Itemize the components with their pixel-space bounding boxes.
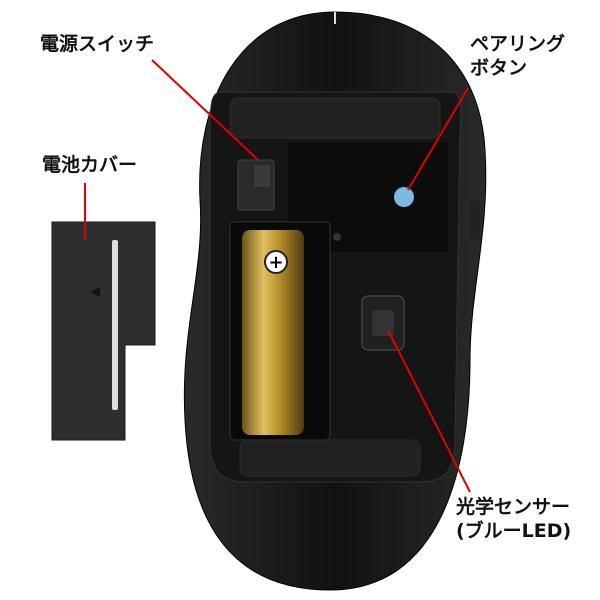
pairing-button-label: ペアリング ボタン	[470, 32, 565, 80]
battery	[242, 230, 304, 435]
battery-plus-icon: +	[268, 252, 283, 273]
pairing-button	[394, 187, 414, 207]
optical-sensor-leader	[387, 329, 471, 493]
battery-cover	[51, 221, 156, 441]
pairing-button-label-line2: ボタン	[470, 57, 528, 79]
top-skate	[229, 97, 441, 139]
pairing-button-label-line1: ペアリング	[470, 33, 566, 55]
bottom-skate	[239, 439, 421, 477]
screw	[333, 233, 341, 241]
optical-sensor-lens	[372, 310, 394, 336]
optical-sensor-label-line2: (ブルーLED)	[456, 520, 572, 542]
power-switch-leader	[151, 59, 259, 161]
pairing-button-leader	[407, 87, 469, 191]
power-switch-knob	[254, 165, 270, 187]
side-button	[470, 200, 480, 240]
battery-cover-label: 電池カバー	[42, 154, 138, 176]
optical-sensor-label-line1: 光学センサー	[456, 496, 571, 518]
battery-cover-slot	[112, 240, 118, 410]
power-switch-label: 電源スイッチ	[40, 33, 155, 55]
battery-cover-arrow-icon	[90, 287, 100, 297]
battery-plus-badge	[264, 250, 288, 274]
optical-sensor-label: 光学センサー (ブルーLED)	[456, 495, 571, 543]
